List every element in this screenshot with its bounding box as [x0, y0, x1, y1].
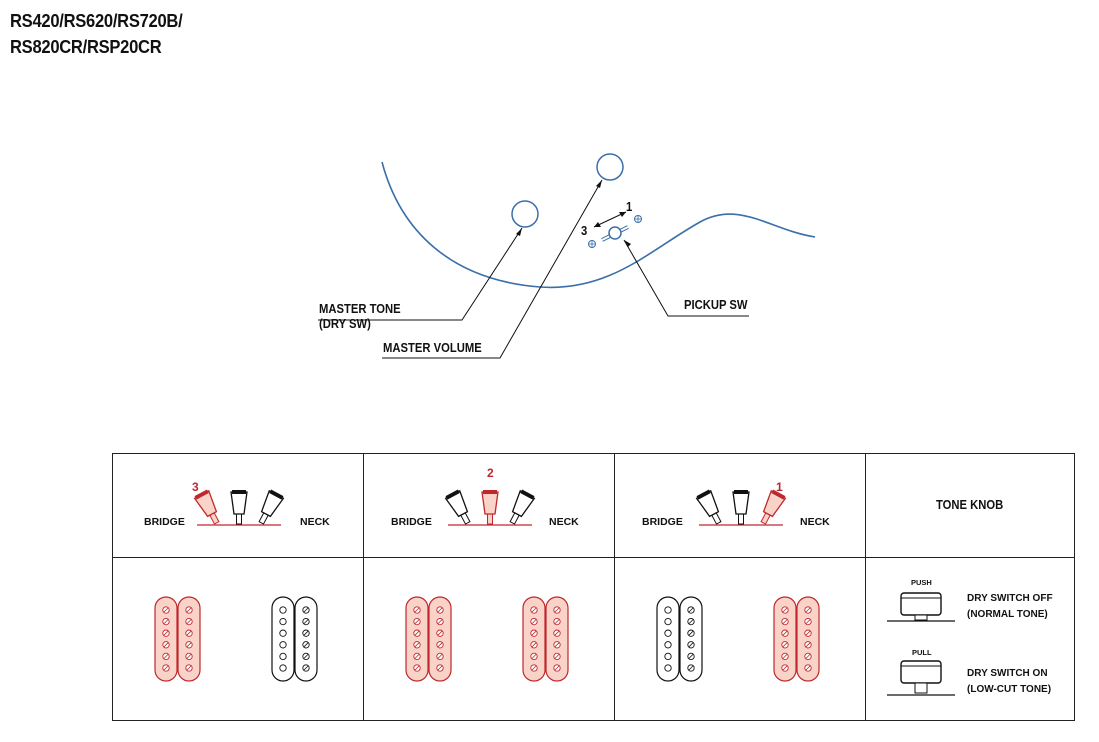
neck-pickup-pos2	[522, 596, 569, 682]
master-volume-knob	[596, 153, 624, 181]
lever-tip	[258, 489, 285, 525]
pull-description: DRY SWITCH ON (LOW-CUT TONE)	[967, 666, 1051, 698]
guitar-control-diagram	[318, 153, 816, 359]
lever-tip	[230, 490, 248, 525]
master-tone-label-line1: MASTER TONE	[319, 302, 401, 316]
lever-tip	[760, 489, 787, 525]
neck-pickup-pos3	[271, 596, 318, 682]
bridge-pickup-pos3	[154, 596, 201, 682]
pickup-sw-label: PICKUP SW	[684, 298, 748, 312]
switch-position-3-label: 3	[581, 224, 588, 238]
title-line-1: RS420/RS620/RS720B/	[10, 11, 183, 31]
lever-switch-pos3	[193, 489, 285, 526]
lever-switch-pos2	[444, 489, 536, 526]
switch-position-1-label: 1	[626, 200, 633, 214]
switch-cell-pos2	[364, 454, 615, 558]
master-tone-label-line2: (DRY SW)	[319, 317, 371, 331]
neck-label-pos1: NECK	[800, 516, 830, 528]
lever-tip	[509, 489, 536, 525]
lever-tip	[481, 490, 499, 525]
master-tone-leader	[318, 227, 523, 321]
pickup-cell-pos3	[113, 558, 364, 720]
pull-description-line1: DRY SWITCH ON	[967, 668, 1048, 679]
tone-knob-pull	[887, 660, 955, 696]
lever-tip	[444, 489, 471, 525]
tone-knob-heading: TONE KNOB	[936, 498, 1004, 512]
pickup-cell-pos1	[615, 558, 866, 720]
position-number-2: 2	[487, 466, 494, 480]
pickup-sw-leader	[623, 239, 749, 317]
lever-tip	[193, 489, 220, 525]
wiring-table	[112, 453, 1075, 721]
master-volume-label: MASTER VOLUME	[383, 341, 482, 355]
pull-description-line2: (LOW-CUT TONE)	[967, 684, 1052, 695]
push-description-line2: (NORMAL TONE)	[967, 609, 1048, 620]
bridge-label-pos1: BRIDGE	[642, 516, 683, 528]
tone-knob-head-cell	[866, 454, 1074, 558]
master-tone-knob	[511, 200, 539, 228]
push-label: PUSH	[911, 578, 932, 587]
bridge-label-pos2: BRIDGE	[391, 516, 432, 528]
switch-cell-pos3	[113, 454, 364, 558]
neck-pickup-pos1	[773, 596, 820, 682]
lever-tip	[695, 489, 722, 525]
bridge-label-pos3: BRIDGE	[144, 516, 185, 528]
title-line-2: RS820CR/RSP20CR	[10, 37, 162, 57]
switch-cell-pos1	[615, 454, 866, 558]
pull-label: PULL	[912, 648, 932, 657]
body-outline	[381, 161, 816, 289]
pickup-cell-pos2	[364, 558, 615, 720]
bridge-pickup-pos1	[656, 596, 703, 682]
page-title: RS420/RS620/RS720B/ RS820CR/RSP20CR	[10, 8, 183, 60]
master-volume-leader	[382, 179, 603, 359]
tone-knob-push	[887, 592, 955, 622]
lever-switch-pos1	[695, 489, 787, 526]
lever-tip	[732, 490, 750, 525]
neck-label-pos3: NECK	[300, 516, 330, 528]
neck-label-pos2: NECK	[549, 516, 579, 528]
push-description: DRY SWITCH OFF (NORMAL TONE)	[967, 591, 1053, 623]
position-number-3: 3	[192, 480, 199, 494]
master-tone-label: MASTER TONE (DRY SW)	[319, 302, 401, 332]
bridge-pickup-pos2	[405, 596, 452, 682]
pickup-switch	[588, 215, 642, 248]
position-number-1: 1	[776, 480, 783, 494]
push-description-line1: DRY SWITCH OFF	[967, 593, 1053, 604]
